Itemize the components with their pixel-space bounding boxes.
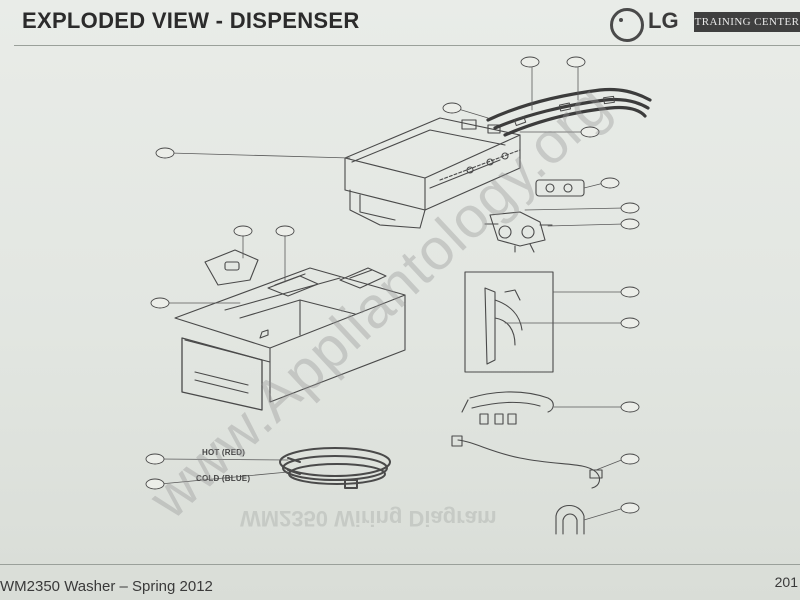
lg-logo-icon — [610, 8, 644, 42]
callout-bubbles — [145, 56, 640, 514]
hose-clamp-parts — [513, 95, 615, 127]
siphon-cap-left — [204, 249, 259, 286]
power-cable — [451, 435, 603, 489]
page-title: EXPLODED VIEW - DISPENSER — [22, 8, 360, 33]
wire-harness — [461, 391, 554, 425]
fill-hoses — [279, 447, 391, 489]
training-center-badge: TRAINING CENTER — [694, 12, 800, 32]
dispenser-drawer — [174, 267, 406, 411]
footer-divider — [0, 564, 800, 565]
water-valve — [484, 211, 553, 253]
hose-clip — [555, 504, 585, 535]
lg-logo-text: LG — [648, 8, 679, 33]
hot-hose-label: HOT (RED) — [202, 448, 246, 457]
leader-lines — [159, 65, 625, 521]
wiring-bracket-box — [464, 271, 554, 373]
title-divider — [14, 45, 800, 46]
footer-course-label: WM2350 Washer – Spring 2012 — [0, 578, 213, 595]
cold-hose-label: COLD (BLUE) — [196, 474, 251, 483]
siphon-cap-right — [339, 267, 387, 289]
inlet-hoses — [486, 87, 652, 137]
siphon-cap-center — [267, 273, 319, 297]
dispenser-housing — [344, 117, 521, 229]
page-number: 201 — [774, 574, 798, 590]
